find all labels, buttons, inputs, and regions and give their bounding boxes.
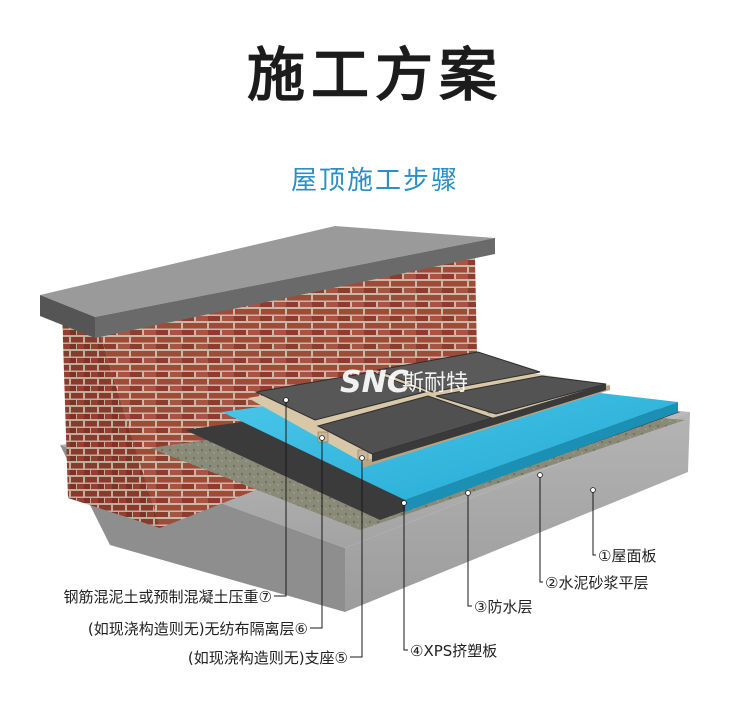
brick-wall-side <box>62 310 160 528</box>
parapet-coping-front <box>95 238 495 338</box>
page-title: 施工方案 <box>246 41 503 109</box>
roof-tile <box>254 371 427 421</box>
label-support: (如现浇构造则无)支座⑤ <box>187 649 348 667</box>
label-ballast: 钢筋混泥土或预制混凝土压重⑦ <box>63 588 272 606</box>
leader-dots <box>283 397 596 506</box>
brand-logo: SNC 斯耐特 <box>340 365 468 400</box>
roof-tile-edge <box>372 384 606 462</box>
diagram-subtitle: 屋顶施工步骤 <box>290 166 459 196</box>
label-roof-board: ①屋面板 <box>598 547 657 565</box>
label-waterproof: ③防水层 <box>474 598 533 616</box>
label-isolation: (如现浇构造则无)无纺布隔离层⑥ <box>87 620 308 638</box>
xps-board-front <box>405 402 678 512</box>
leader-lines <box>274 400 596 658</box>
roof-tile <box>376 351 541 393</box>
parapet-coping-side <box>40 295 95 338</box>
label-cement-mortar: ②水泥砂浆平层 <box>545 574 649 592</box>
label-xps-board: ④XPS挤塑板 <box>410 642 498 660</box>
logo-mark: SNC <box>340 365 409 400</box>
logo-name: 斯耐特 <box>402 371 468 396</box>
concrete-slab-front <box>345 412 690 612</box>
parapet-coping-top <box>40 226 495 317</box>
